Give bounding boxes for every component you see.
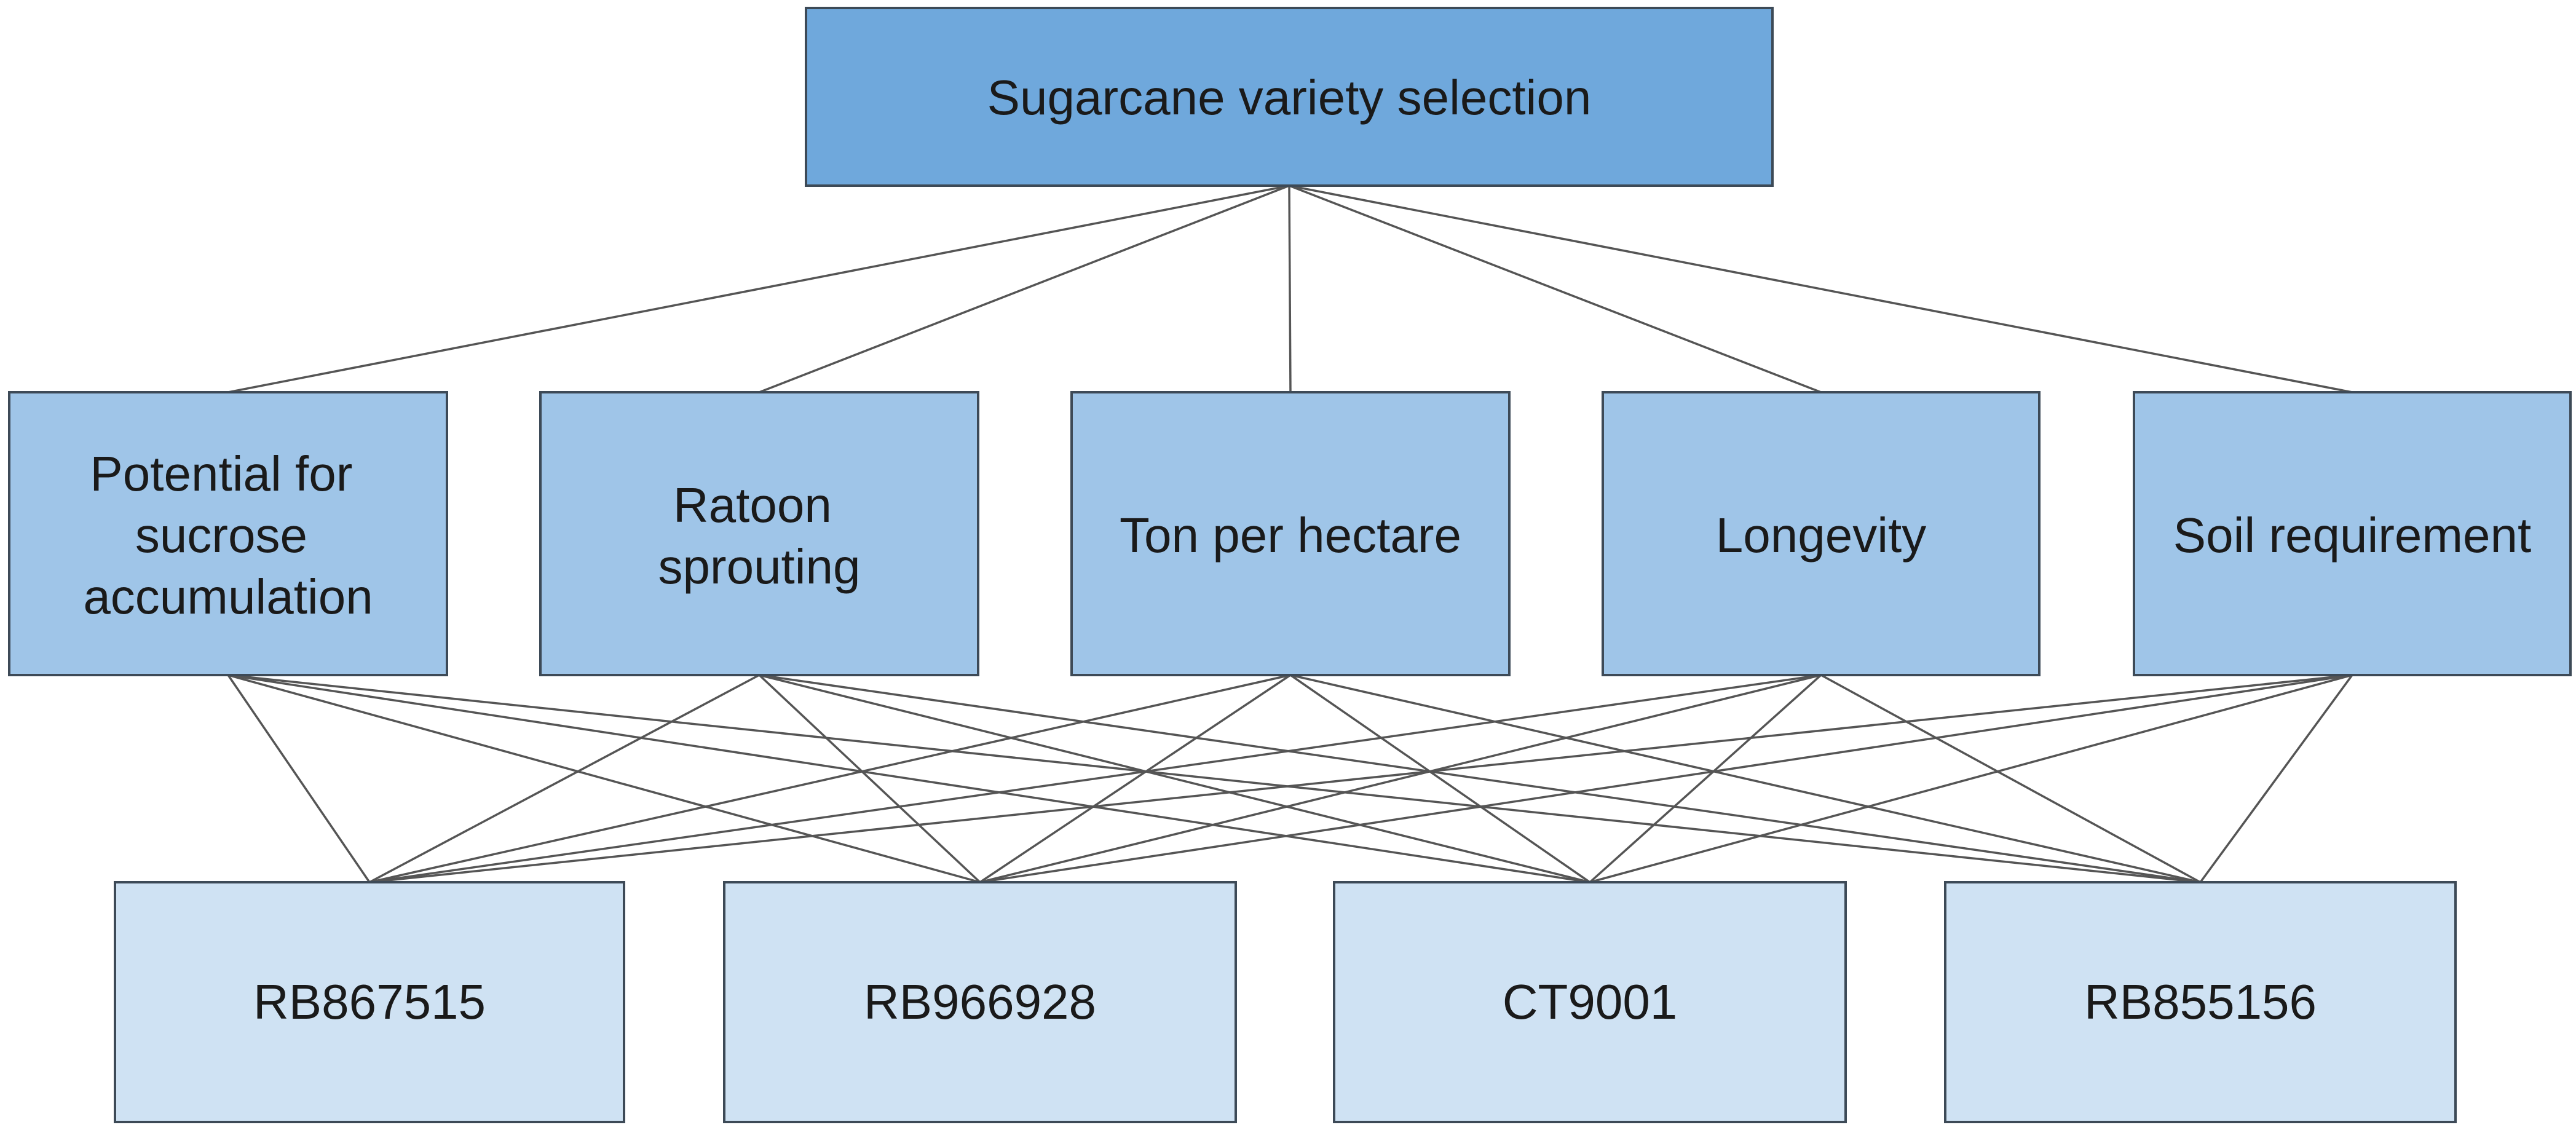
edge-longevity-to-ct9001: [1589, 674, 1822, 883]
edge-ton-to-rb855156: [1290, 674, 2201, 883]
edge-goal-to-ton: [1288, 185, 1292, 393]
edge-soil-to-rb966928: [979, 674, 2353, 883]
alternative-node-ct9001: CT9001: [1333, 881, 1847, 1123]
criterion-box-soil: [2133, 391, 2572, 676]
edge-ratoon-to-rb867515: [369, 674, 760, 883]
criterion-label-ton: Ton per hectare: [1120, 508, 1461, 563]
alternative-label-rb966928: RB966928: [864, 974, 1096, 1029]
criterion-label-line: Potential for: [90, 446, 352, 501]
edge-ratoon-to-ct9001: [759, 674, 1590, 883]
edge-goal-to-longevity: [1289, 184, 1822, 393]
criterion-label-line: sucrose: [135, 508, 307, 563]
criterion-node-longevity: Longevity: [1602, 391, 2041, 676]
connector-lines: [227, 184, 2353, 883]
alternative-box-rb867515: [114, 881, 625, 1123]
criterion-label-ratoon: Ratoon sprouting: [658, 478, 860, 594]
edge-soil-to-ct9001: [1589, 674, 2353, 883]
criterion-label-line: sprouting: [658, 539, 860, 594]
edge-soil-to-rb867515: [369, 674, 2353, 883]
alternative-box-ct9001: [1333, 881, 1847, 1123]
edge-longevity-to-rb966928: [979, 674, 1822, 883]
criterion-node-ratoon: Ratoon sprouting: [539, 391, 979, 676]
goal-label: Sugarcane variety selection: [987, 70, 1592, 125]
criterion-label-line: Ratoon: [673, 478, 832, 532]
criterion-label-potential: Potential for sucrose accumulation: [83, 446, 373, 624]
edge-goal-to-potential: [227, 184, 1290, 393]
criterion-node-soil: Soil requirement: [2133, 391, 2572, 676]
criterion-box-longevity: [1602, 391, 2041, 676]
edge-potential-to-rb867515: [227, 674, 371, 883]
edge-goal-to-ratoon: [759, 184, 1290, 393]
edge-longevity-to-rb855156: [1820, 674, 2201, 883]
edge-ton-to-rb966928: [979, 674, 1291, 883]
criterion-box-ton: [1070, 391, 1511, 676]
goal-box: [805, 7, 1774, 187]
edge-potential-to-rb966928: [227, 674, 981, 883]
edge-potential-to-rb855156: [227, 674, 2201, 883]
alternative-box-rb966928: [723, 881, 1237, 1123]
criterion-label-soil: Soil requirement: [2173, 508, 2532, 563]
criterion-label-longevity: Longevity: [1716, 508, 1926, 563]
alternative-label-rb867515: RB867515: [253, 974, 486, 1029]
criterion-label-line: accumulation: [83, 569, 373, 624]
alternative-label-ct9001: CT9001: [1503, 974, 1678, 1029]
alternative-node-rb867515: RB867515: [114, 881, 625, 1123]
alternative-node-rb966928: RB966928: [723, 881, 1237, 1123]
alternative-box-rb855156: [1944, 881, 2457, 1123]
edge-soil-to-rb855156: [2199, 674, 2353, 883]
criterion-box-ratoon: [539, 391, 979, 676]
edge-longevity-to-rb867515: [369, 674, 1822, 883]
edge-ton-to-ct9001: [1290, 674, 1590, 883]
criterion-node-potential: Potential for sucrose accumulation: [8, 391, 448, 676]
edge-ratoon-to-rb855156: [759, 674, 2201, 883]
criterion-box-potential: [8, 391, 448, 676]
alternative-label-rb855156: RB855156: [2084, 974, 2317, 1029]
edge-ton-to-rb867515: [369, 674, 1291, 883]
edge-ratoon-to-rb966928: [758, 674, 981, 883]
alternative-node-rb855156: RB855156: [1944, 881, 2457, 1123]
goal-node: Sugarcane variety selection: [805, 7, 1774, 187]
criterion-node-ton: Ton per hectare: [1070, 391, 1511, 676]
edge-potential-to-ct9001: [227, 674, 1590, 883]
edge-goal-to-soil: [1289, 184, 2353, 393]
